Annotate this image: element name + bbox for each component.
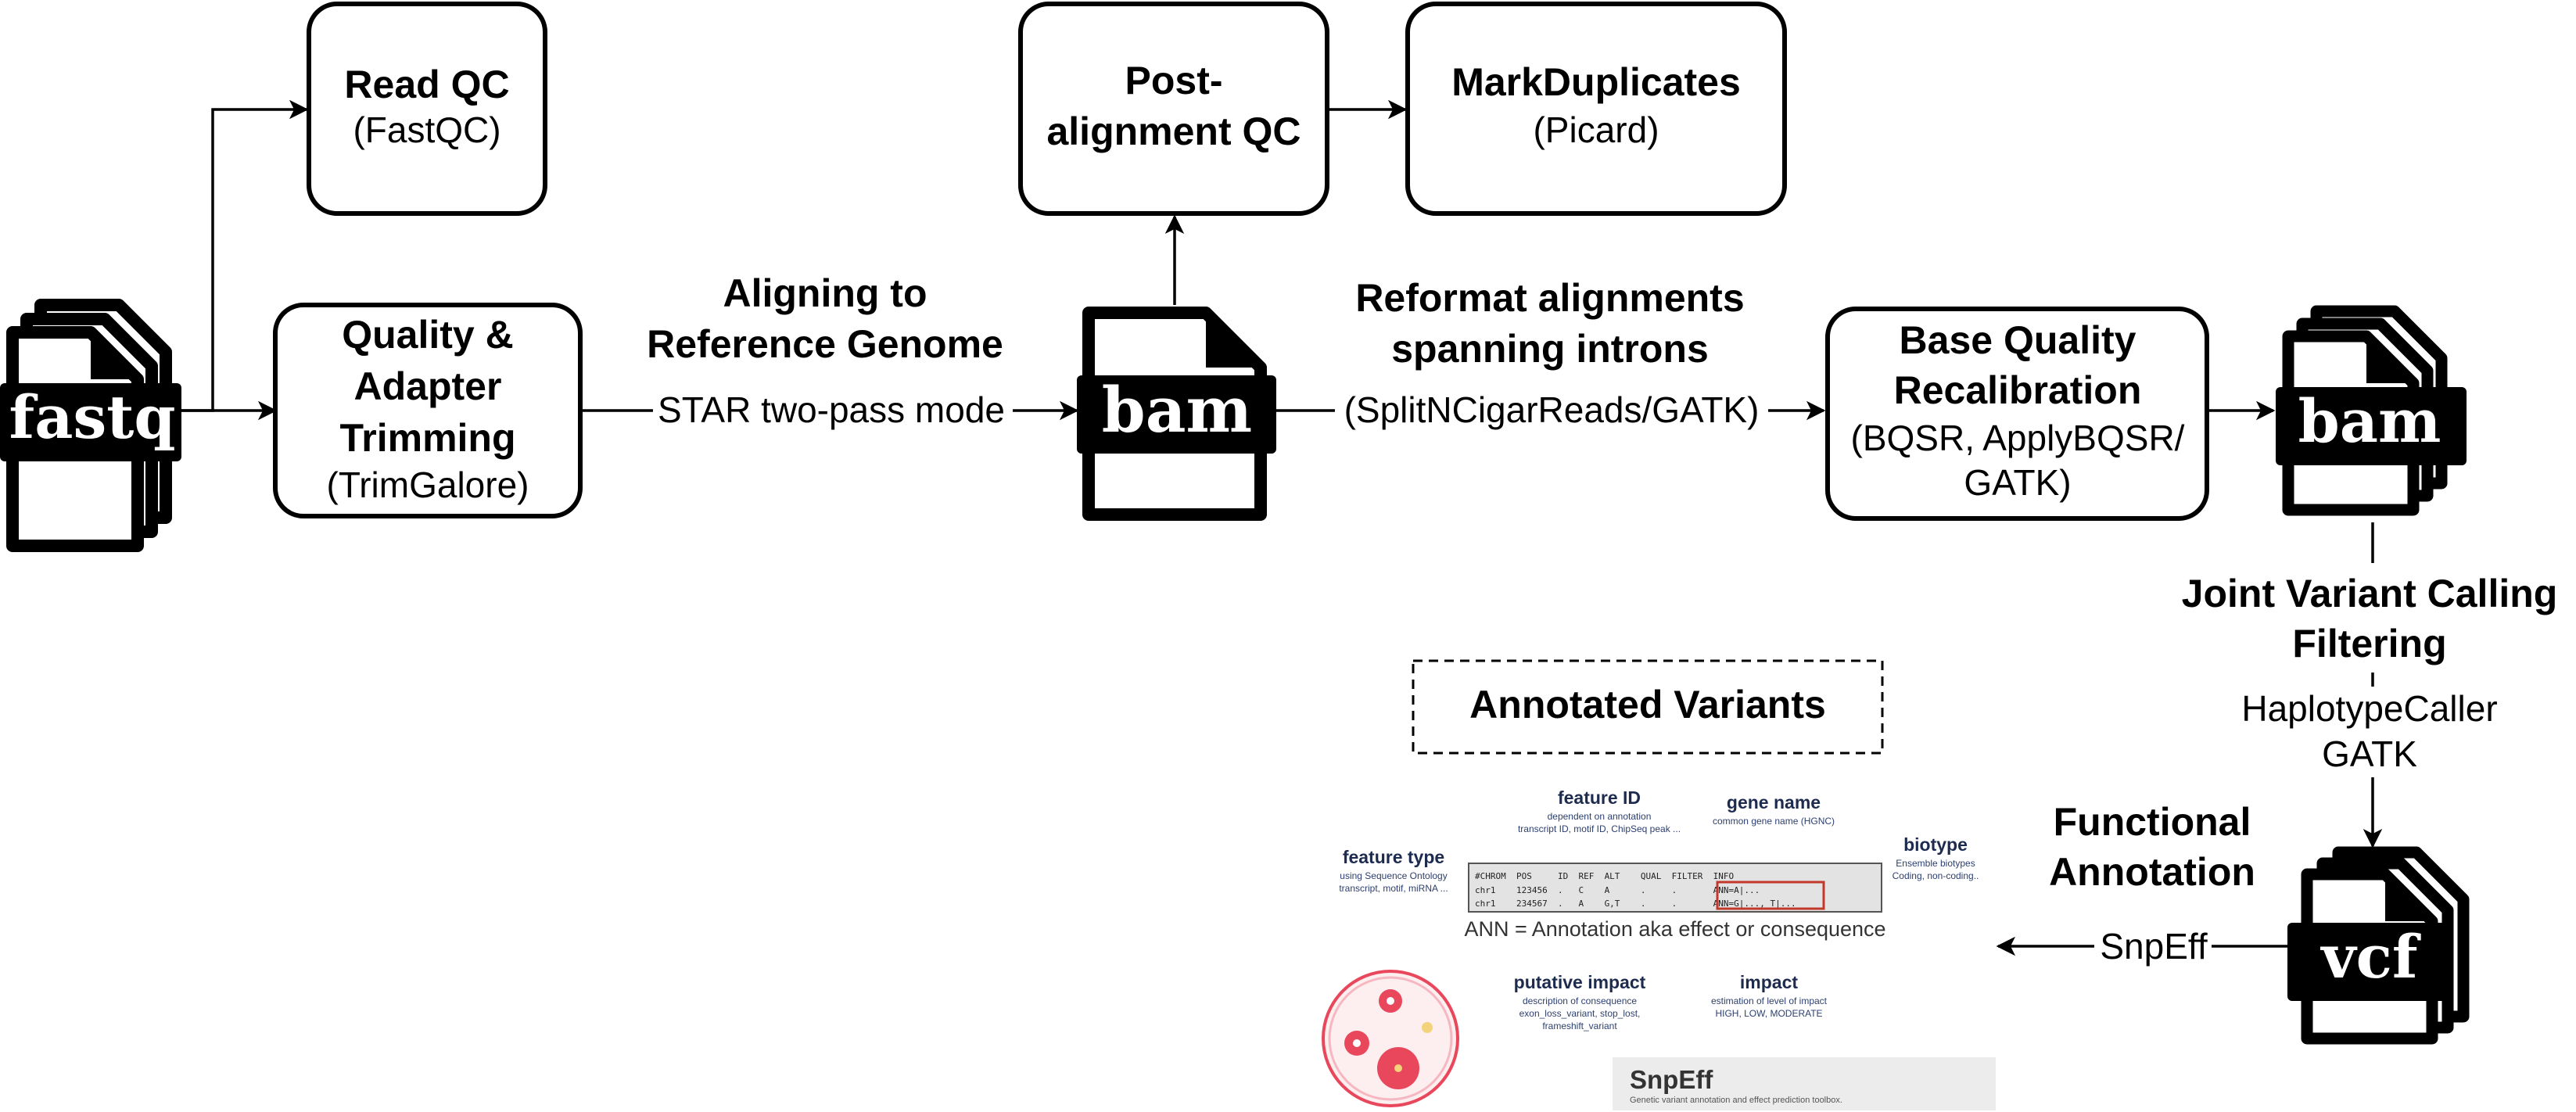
vcf-label: vcf [2319, 922, 2420, 992]
biotype-callout: biotype Ensemble biotypes Coding, non-co… [1893, 834, 1979, 881]
svg-text:transcript, motif, miRNA ...: transcript, motif, miRNA ... [1339, 883, 1448, 894]
fastq-label: fastq [9, 382, 176, 452]
markdup-tool: (Picard) [1533, 109, 1659, 150]
functional-tool: SnpEff [2100, 926, 2207, 967]
read-qc-box: Read QC (FastQC) [307, 2, 547, 216]
calling-tool-1: HaplotypeCaller [2241, 688, 2497, 729]
svg-text:putative impact: putative impact [1514, 972, 1646, 992]
annotated-variants-title: Annotated Variants [1469, 683, 1826, 726]
read-qc-tool: (FastQC) [353, 109, 500, 150]
putative-impact-callout: putative impact description of consequen… [1514, 972, 1646, 1031]
gene-name-callout: gene name common gene name (HGNC) [1713, 792, 1835, 827]
trimming-tool: (TrimGalore) [327, 465, 529, 505]
functional-title-2: Annotation [2049, 850, 2255, 894]
align-title-1: Aligning to [723, 271, 927, 315]
vcf-file-icon: vcf [2287, 846, 2470, 1045]
bqsr-tool-2: GATK) [1964, 462, 2071, 503]
annotation-graphic: feature ID dependent on annotation trans… [1322, 787, 1996, 1110]
bam2-file-icon: bam [2276, 305, 2467, 516]
calling-title-1: Joint Variant Calling [2182, 572, 2558, 615]
fastq-file-icon: fastq [0, 299, 181, 552]
calling-edge-label: Joint Variant Calling Filtering Haplotyp… [2182, 572, 2558, 774]
feature-type-callout: feature type using Sequence Ontology tra… [1339, 847, 1448, 894]
snpeff-banner-title: SnpEff [1630, 1065, 1713, 1094]
svg-text:impact: impact [1740, 972, 1798, 992]
trimming-title-2: Adapter [354, 364, 502, 408]
ann-caption: ANN = Annotation aka effect or consequen… [1464, 917, 1885, 941]
svg-text:estimation of level of impact: estimation of level of impact [1711, 995, 1828, 1006]
svg-text:dependent on annotation: dependent on annotation [1548, 811, 1652, 822]
svg-text:feature ID: feature ID [1558, 787, 1641, 808]
post-qc-title-2: alignment QC [1046, 109, 1301, 153]
align-edge-label: Aligning to Reference Genome STAR two-pa… [647, 271, 1013, 432]
snpeff-banner: SnpEff Genetic variant annotation and ef… [1613, 1057, 1996, 1110]
svg-text:biotype: biotype [1903, 834, 1968, 855]
vcf-table-row: chr1 123456 . C A . . ANN=A|... [1475, 885, 1760, 895]
markdup-box: MarkDuplicates (Picard) [1405, 2, 1787, 216]
svg-text:using Sequence Ontology: using Sequence Ontology [1340, 870, 1447, 881]
post-qc-title-1: Post- [1125, 59, 1223, 102]
svg-text:gene name: gene name [1727, 792, 1821, 812]
vcf-table-row: chr1 234567 . A G,T . . ANN=G|..., T|... [1475, 899, 1796, 909]
calling-tool-2: GATK [2322, 734, 2417, 774]
calling-title-2: Filtering [2292, 622, 2446, 665]
bqsr-title-1: Base Quality [1900, 318, 2137, 362]
svg-text:feature type: feature type [1343, 847, 1444, 867]
bqsr-tool-1: (BQSR, ApplyBQSR/ [1851, 418, 2185, 458]
svg-text:HIGH, LOW, MODERATE: HIGH, LOW, MODERATE [1715, 1008, 1822, 1019]
functional-edge-label: Functional Annotation SnpEff [2049, 800, 2255, 967]
align-title-2: Reference Genome [647, 322, 1003, 366]
reformat-title-2: spanning introns [1391, 327, 1709, 371]
vcf-table-header: #CHROM POS ID REF ALT QUAL FILTER INFO [1475, 871, 1734, 881]
impact-callout: impact estimation of level of impact HIG… [1711, 972, 1828, 1019]
svg-text:frameshift_variant: frameshift_variant [1542, 1021, 1617, 1031]
snpeff-banner-subtitle: Genetic variant annotation and effect pr… [1630, 1096, 1842, 1105]
bam-file-icon: bam [1077, 307, 1276, 521]
bqsr-box: Base Quality Recalibration (BQSR, ApplyB… [1825, 307, 2209, 521]
svg-text:Ensemble biotypes: Ensemble biotypes [1896, 858, 1975, 869]
reformat-edge-label: Reformat alignments spanning introns (Sp… [1335, 276, 1768, 432]
svg-text:description of consequence: description of consequence [1523, 995, 1637, 1006]
markdup-title: MarkDuplicates [1451, 60, 1741, 104]
annotated-variants-box: Annotated Variants [1412, 659, 1884, 755]
align-tool: STAR two-pass mode [658, 389, 1005, 430]
petri-dish-icon [1322, 970, 1459, 1107]
svg-text:Coding, non-coding..: Coding, non-coding.. [1893, 870, 1979, 881]
read-qc-title: Read QC [344, 63, 509, 106]
trimming-title-1: Quality & [342, 313, 513, 357]
trimming-title-3: Trimming [339, 416, 515, 460]
bam-label: bam [1102, 373, 1252, 447]
bqsr-title-2: Recalibration [1894, 368, 2142, 412]
feature-id-callout: feature ID dependent on annotation trans… [1518, 787, 1681, 834]
edges [181, 99, 2383, 956]
reformat-title-1: Reformat alignments [1355, 276, 1744, 320]
svg-text:exon_loss_variant, stop_lost,: exon_loss_variant, stop_lost, [1519, 1008, 1641, 1019]
vcf-record-table: #CHROM POS ID REF ALT QUAL FILTER INFO c… [1468, 863, 1882, 913]
functional-title-1: Functional [2054, 800, 2251, 844]
trimming-box: Quality & Adapter Trimming (TrimGalore) [273, 303, 583, 518]
bam2-label: bam [2298, 386, 2441, 456]
svg-text:common gene name (HGNC): common gene name (HGNC) [1713, 816, 1835, 827]
svg-text:transcript ID, motif ID, ChipS: transcript ID, motif ID, ChipSeq peak ..… [1518, 823, 1681, 834]
reformat-tool: (SplitNCigarReads/GATK) [1344, 389, 1760, 430]
post-qc-box: Post- alignment QC [1018, 2, 1329, 216]
